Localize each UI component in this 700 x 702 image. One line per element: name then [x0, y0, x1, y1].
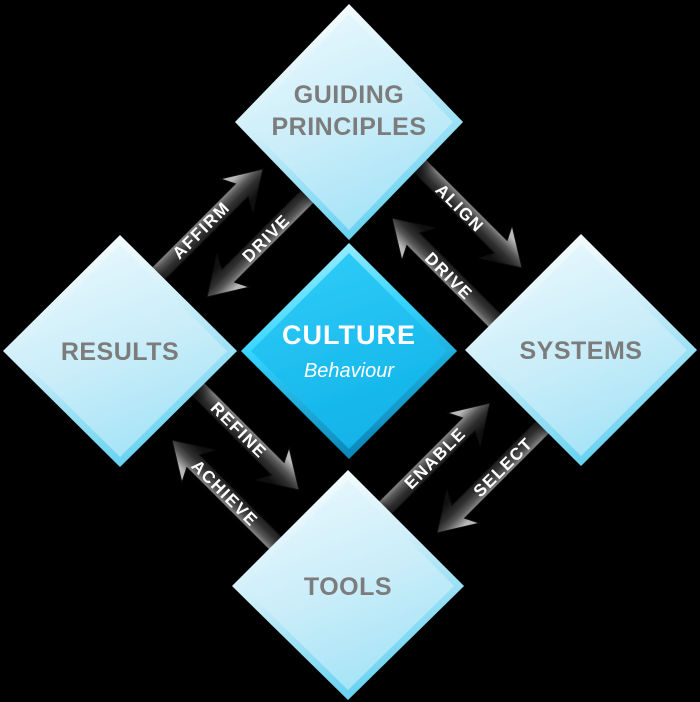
- node-tools-face: [242, 480, 454, 690]
- node-tools-label: TOOLS: [304, 573, 392, 601]
- node-guiding-principles-label-line2: PRINCIPLES: [271, 113, 426, 141]
- arrow-label-refine: REFINE: [207, 398, 271, 462]
- node-culture-title: CULTURE: [282, 320, 416, 350]
- node-results-face: [13, 245, 227, 457]
- arrow-label-drive-to-results: DRIVE: [239, 211, 294, 266]
- arrow-label-enable: ENABLE: [401, 424, 470, 493]
- node-culture-subtitle: Behaviour: [304, 360, 395, 382]
- node-systems: SYSTEMS: [465, 234, 697, 466]
- node-results: RESULTS: [3, 235, 237, 467]
- arrow-label-achieve: ACHIEVE: [187, 456, 261, 530]
- node-culture-face: [251, 253, 447, 449]
- node-systems-face: [475, 244, 687, 456]
- node-results-label: RESULTS: [61, 338, 179, 366]
- arrow-label-drive-to-principles: DRIVE: [421, 249, 476, 304]
- node-tools: TOOLS: [232, 470, 464, 700]
- node-culture-center: CULTURE Behaviour: [241, 243, 457, 459]
- nodes-layer: GUIDING PRINCIPLES RESULTS SYSTEMS TOOLS: [3, 4, 697, 700]
- node-guiding-principles: GUIDING PRINCIPLES: [235, 4, 463, 240]
- node-guiding-principles-face: [245, 14, 453, 230]
- arrow-label-affirm: AFFIRM: [169, 198, 234, 263]
- arrow-label-align: ALIGN: [432, 180, 488, 236]
- node-guiding-principles-label-line1: GUIDING: [294, 81, 404, 109]
- node-systems-label: SYSTEMS: [520, 337, 643, 365]
